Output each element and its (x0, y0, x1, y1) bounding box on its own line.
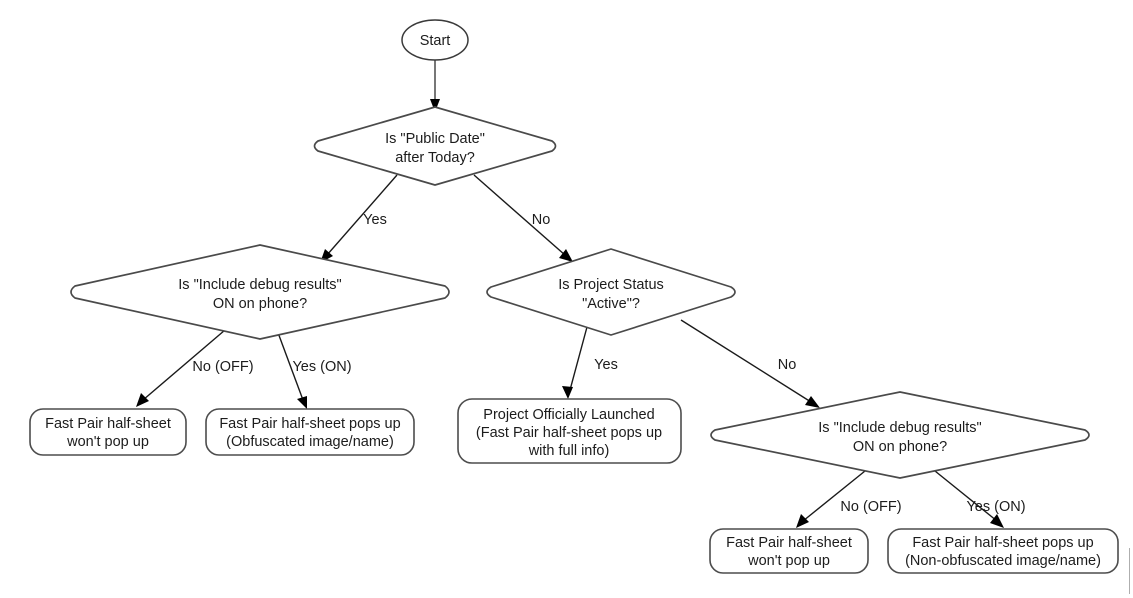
non-obfuscated-line2: (Non-obfuscated image/name) (905, 553, 1101, 569)
right-edge-artifact (1129, 548, 1130, 594)
node-debug-right-decision[interactable]: Is "Include debug results" ON on phone? (710, 391, 1090, 479)
node-no-popup-right[interactable]: Fast Pair half-sheet won't pop up (709, 528, 869, 574)
non-obfuscated-box (887, 528, 1119, 574)
edge-start-to-public-date (430, 60, 440, 112)
node-project-status-decision[interactable]: Is Project Status "Active"? (486, 248, 736, 336)
project-status-diamond (486, 248, 736, 336)
debug-right-label-line2: ON on phone? (853, 439, 947, 455)
node-project-launched[interactable]: Project Officially Launched (Fast Pair h… (457, 398, 682, 464)
node-debug-left-decision[interactable]: Is "Include debug results" ON on phone? (70, 244, 450, 340)
edge-label-public-date-yes: Yes (363, 212, 387, 228)
edge-label-debug-right-no: No (OFF) (840, 499, 901, 515)
obfuscated-box (205, 408, 415, 456)
edge-project-status-no (680, 319, 820, 408)
project-launched-line1: Project Officially Launched (483, 407, 654, 423)
edge-label-public-date-no: No (532, 212, 551, 228)
project-status-label-line2: "Active"? (582, 296, 640, 312)
start-label: Start (420, 33, 451, 49)
edge-debug-right-yes (934, 470, 1004, 528)
no-popup-left-line1: Fast Pair half-sheet (45, 416, 171, 432)
project-launched-line3: with full info) (528, 443, 610, 459)
edge-label-debug-right-yes: Yes (ON) (966, 499, 1025, 515)
debug-left-diamond (70, 244, 450, 340)
edge-debug-right-no (796, 470, 866, 528)
non-obfuscated-line1: Fast Pair half-sheet pops up (912, 535, 1093, 551)
project-launched-line2: (Fast Pair half-sheet pops up (476, 425, 662, 441)
node-obfuscated-popup[interactable]: Fast Pair half-sheet pops up (Obfuscated… (205, 408, 415, 456)
project-status-label-line1: Is Project Status (558, 277, 664, 293)
debug-left-label-line1: Is "Include debug results" (178, 277, 341, 293)
node-no-popup-left[interactable]: Fast Pair half-sheet won't pop up (29, 408, 187, 456)
edge-label-project-status-no: No (778, 357, 797, 373)
public-date-label-line2: after Today? (395, 150, 475, 166)
project-launched-box (457, 398, 682, 464)
edge-label-group: Yes No No (OFF) Yes (ON) Yes No No (OFF)… (192, 212, 1025, 515)
public-date-label-line1: Is "Public Date" (385, 131, 485, 147)
public-date-diamond (313, 106, 557, 186)
edge-label-debug-left-yes: Yes (ON) (292, 359, 351, 375)
obfuscated-line1: Fast Pair half-sheet pops up (219, 416, 400, 432)
debug-left-label-line2: ON on phone? (213, 296, 307, 312)
no-popup-right-box (709, 528, 869, 574)
edge-group (136, 60, 1004, 528)
edge-debug-left-no (136, 329, 226, 407)
no-popup-right-line1: Fast Pair half-sheet (726, 535, 852, 551)
edge-debug-left-yes (276, 329, 307, 409)
start-ellipse (401, 19, 469, 61)
debug-right-diamond (710, 391, 1090, 479)
no-popup-right-line2: won't pop up (747, 553, 830, 569)
edge-label-debug-left-no: No (OFF) (192, 359, 253, 375)
node-non-obfuscated-popup[interactable]: Fast Pair half-sheet pops up (Non-obfusc… (887, 528, 1119, 574)
no-popup-left-line2: won't pop up (66, 434, 149, 450)
node-public-date-decision[interactable]: Is "Public Date" after Today? (313, 106, 557, 186)
edge-label-project-status-yes: Yes (594, 357, 618, 373)
obfuscated-line2: (Obfuscated image/name) (226, 434, 394, 450)
edge-project-status-yes (562, 326, 588, 399)
no-popup-left-box (29, 408, 187, 456)
debug-right-label-line1: Is "Include debug results" (818, 420, 981, 436)
edge-public-date-no (473, 174, 573, 262)
node-start[interactable]: Start (401, 19, 469, 61)
